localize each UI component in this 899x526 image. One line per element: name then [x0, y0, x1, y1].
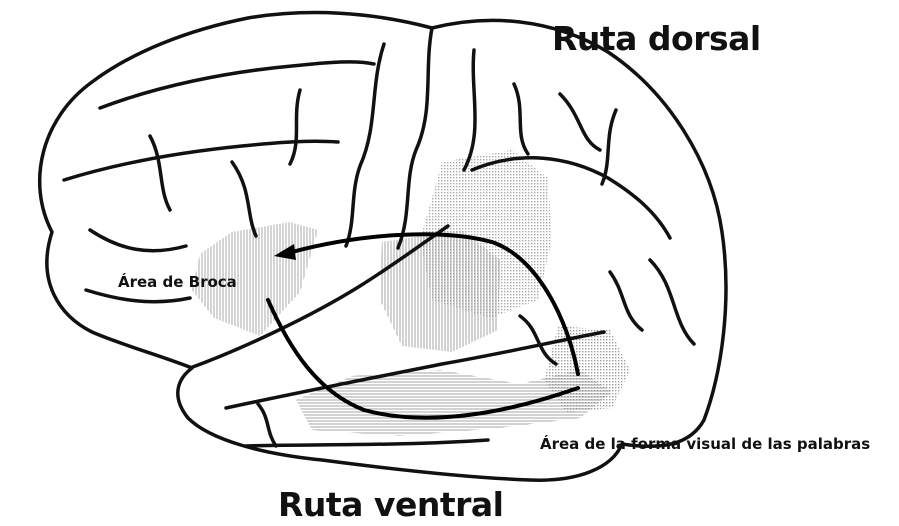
- dorsal-route-label: Ruta dorsal: [552, 22, 761, 55]
- broca-area-label: Área de Broca: [118, 275, 237, 290]
- ventral-route-label: Ruta ventral: [278, 488, 503, 521]
- vwfa-label: Área de la forma visual de las palabras: [540, 437, 870, 452]
